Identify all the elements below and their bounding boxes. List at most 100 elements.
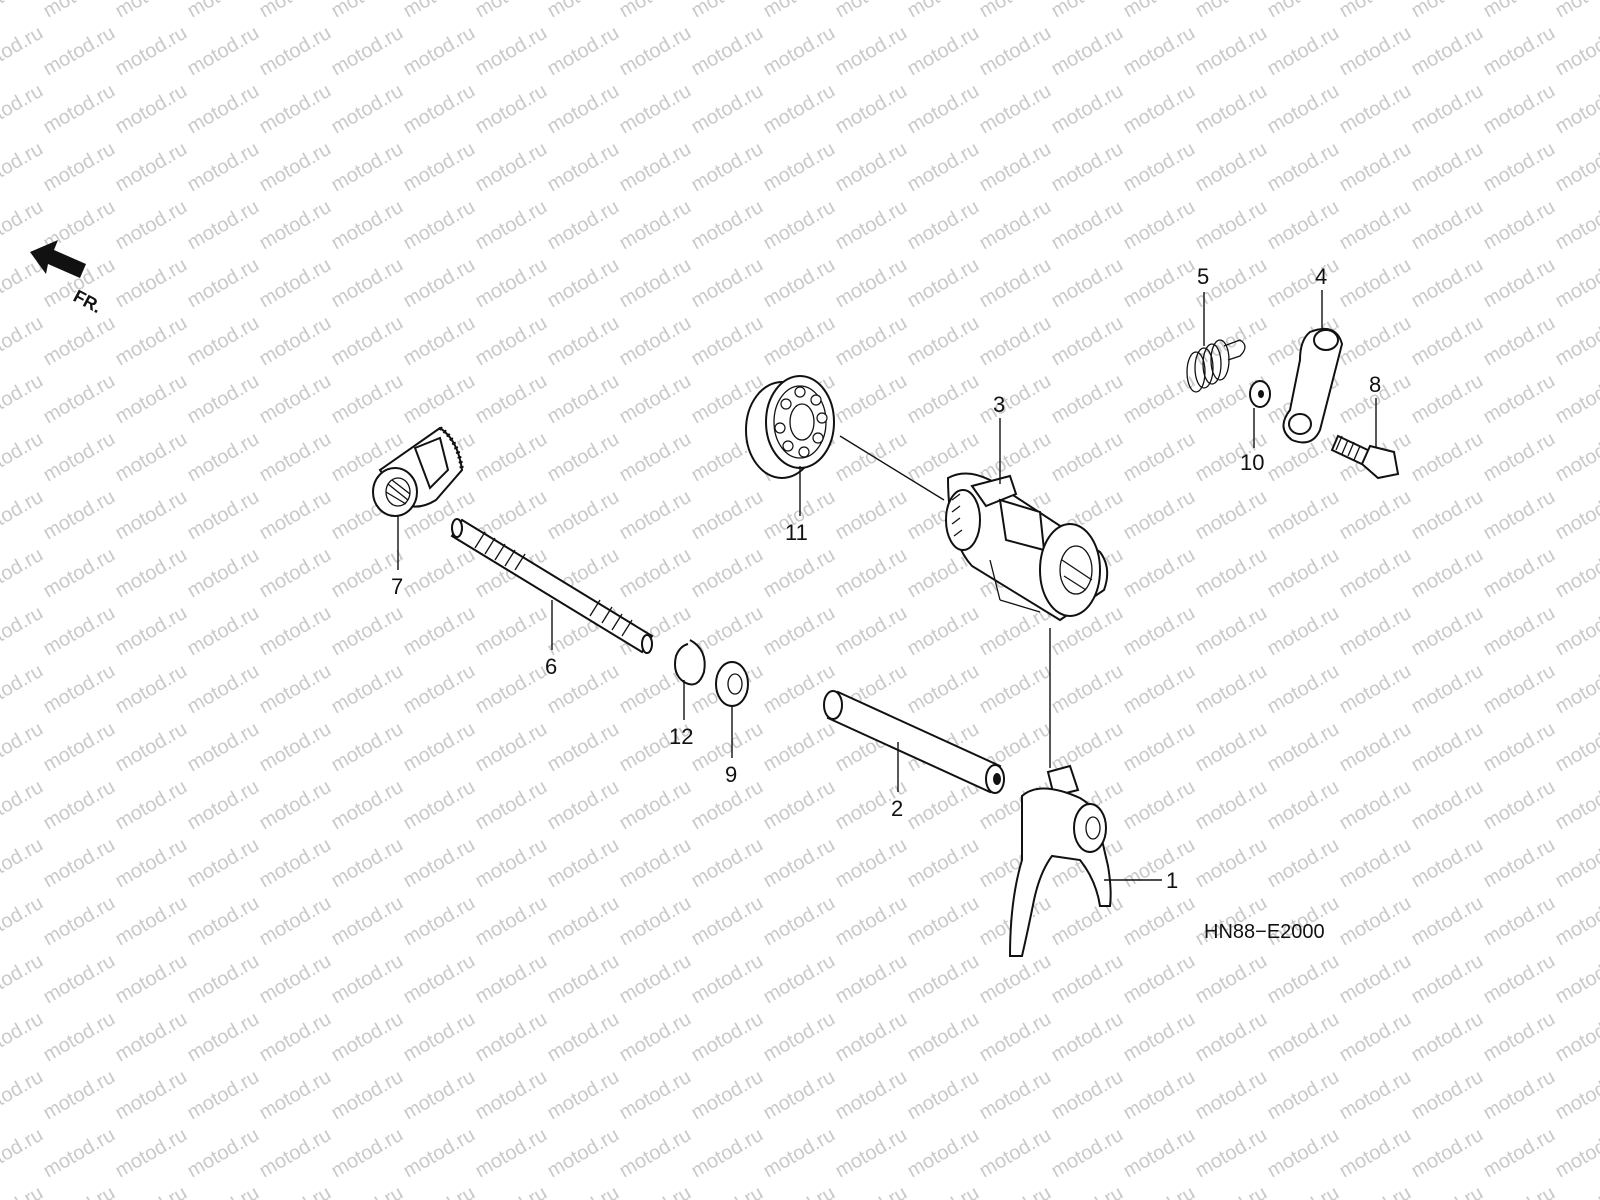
watermark-text: motod.ru [1120, 1124, 1199, 1183]
watermark-text: motod.ru [256, 660, 335, 719]
watermark-text: motod.ru [256, 196, 335, 255]
watermark-text: motod.ru [1480, 950, 1559, 1009]
watermark-text: motod.ru [1336, 1066, 1415, 1125]
watermark-text: motod.ru [1336, 1008, 1415, 1067]
watermark-text: motod.ru [40, 544, 119, 603]
watermark-text: motod.ru [184, 950, 263, 1009]
watermark-text: motod.ru [400, 0, 479, 22]
watermark-text: motod.ru [400, 602, 479, 661]
watermark-text: motod.ru [40, 834, 119, 893]
watermark-text: motod.ru [1480, 428, 1559, 487]
watermark-text: motod.ru [688, 544, 767, 603]
watermark-text: motod.ru [1480, 1008, 1559, 1067]
watermark-text: motod.ru [832, 80, 911, 139]
watermark-text: motod.ru [1336, 486, 1415, 545]
watermark-text: motod.ru [688, 254, 767, 313]
watermark-text: motod.ru [832, 312, 911, 371]
watermark-text: motod.ru [1264, 486, 1343, 545]
watermark-text: motod.ru [256, 0, 335, 22]
watermark-text: motod.ru [40, 312, 119, 371]
watermark-text: motod.ru [616, 196, 695, 255]
watermark-text: motod.ru [832, 950, 911, 1009]
watermark-text: motod.ru [1192, 196, 1271, 255]
watermark-text: motod.ru [40, 428, 119, 487]
watermark-text: motod.ru [1408, 834, 1487, 893]
watermark-text: motod.ru [184, 1124, 263, 1183]
watermark-text: motod.ru [544, 80, 623, 139]
watermark-text: motod.ru [832, 22, 911, 81]
watermark-text: motod.ru [1336, 138, 1415, 197]
watermark-text: motod.ru [760, 1182, 839, 1200]
watermark-text: motod.ru [1408, 428, 1487, 487]
watermark-text: motod.ru [1480, 138, 1559, 197]
watermark-text: motod.ru [904, 1066, 983, 1125]
watermark-text: motod.ru [472, 602, 551, 661]
watermark-text: motod.ru [1408, 196, 1487, 255]
watermark-text: motod.ru [1480, 776, 1559, 835]
watermark-text: motod.ru [184, 660, 263, 719]
watermark-text: motod.ru [400, 370, 479, 429]
watermark-text: motod.ru [1264, 0, 1343, 22]
watermark-text: motod.ru [112, 1008, 191, 1067]
watermark-text: motod.ru [184, 370, 263, 429]
callout-10: 10 [1240, 450, 1264, 475]
watermark-text: motod.ru [1552, 602, 1600, 661]
watermark-text: motod.ru [1336, 544, 1415, 603]
watermark-text: motod.ru [472, 1124, 551, 1183]
watermark-text: motod.ru [1048, 138, 1127, 197]
watermark-text: motod.ru [904, 834, 983, 893]
watermark-text: motod.ru [1480, 196, 1559, 255]
watermark-text: motod.ru [1120, 892, 1199, 951]
watermark-text: motod.ru [1192, 718, 1271, 777]
watermark-text: motod.ru [472, 834, 551, 893]
watermark-text: motod.ru [184, 892, 263, 951]
watermark-text: motod.ru [1408, 0, 1487, 22]
watermark-text: motod.ru [688, 196, 767, 255]
watermark-text: motod.ru [40, 602, 119, 661]
watermark-text: motod.ru [688, 138, 767, 197]
watermark-text: motod.ru [904, 22, 983, 81]
watermark-text: motod.ru [616, 544, 695, 603]
part-7-shift-arm [372, 426, 464, 517]
watermark-text: motod.ru [616, 486, 695, 545]
watermark-text: motod.ru [256, 312, 335, 371]
watermark-text: motod.ru [832, 1182, 911, 1200]
watermark-text: motod.ru [544, 834, 623, 893]
watermark-text: motod.ru [184, 0, 263, 22]
watermark-text: motod.ru [904, 1124, 983, 1183]
watermark-text: motod.ru [1336, 22, 1415, 81]
watermark-text: motod.ru [832, 138, 911, 197]
watermark-text: motod.ru [832, 892, 911, 951]
watermark-text: motod.ru [544, 22, 623, 81]
watermark-text: motod.ru [904, 1182, 983, 1200]
watermark-text: motod.ru [1192, 602, 1271, 661]
part-10-washer [1249, 380, 1271, 408]
watermark-text: motod.ru [0, 950, 47, 1009]
watermark-text: motod.ru [1552, 80, 1600, 139]
watermark-text: motod.ru [1192, 80, 1271, 139]
watermark-text: motod.ru [400, 22, 479, 81]
watermark-text: motod.ru [1192, 1124, 1271, 1183]
watermark-text: motod.ru [976, 80, 1055, 139]
watermark-text: motod.ru [472, 80, 551, 139]
watermark-text: motod.ru [904, 776, 983, 835]
watermark-text: motod.ru [1120, 1182, 1199, 1200]
watermark-text: motod.ru [256, 370, 335, 429]
watermark-text: motod.ru [112, 834, 191, 893]
watermark-text: motod.ru [472, 254, 551, 313]
watermark-text: motod.ru [184, 1066, 263, 1125]
watermark-text: motod.ru [688, 0, 767, 22]
watermark-text: motod.ru [1120, 138, 1199, 197]
watermark-text: motod.ru [400, 834, 479, 893]
watermark-text: motod.ru [1120, 254, 1199, 313]
watermark-text: motod.ru [1048, 428, 1127, 487]
callout-11: 11 [785, 520, 808, 545]
watermark-text: motod.ru [1480, 544, 1559, 603]
watermark-text: motod.ru [904, 312, 983, 371]
watermark-text: motod.ru [1264, 22, 1343, 81]
watermark-text: motod.ru [1552, 1182, 1600, 1200]
watermark-text: motod.ru [1120, 312, 1199, 371]
watermark-text: motod.ru [616, 428, 695, 487]
watermark-text: motod.ru [1336, 602, 1415, 661]
watermark-text: motod.ru [400, 718, 479, 777]
